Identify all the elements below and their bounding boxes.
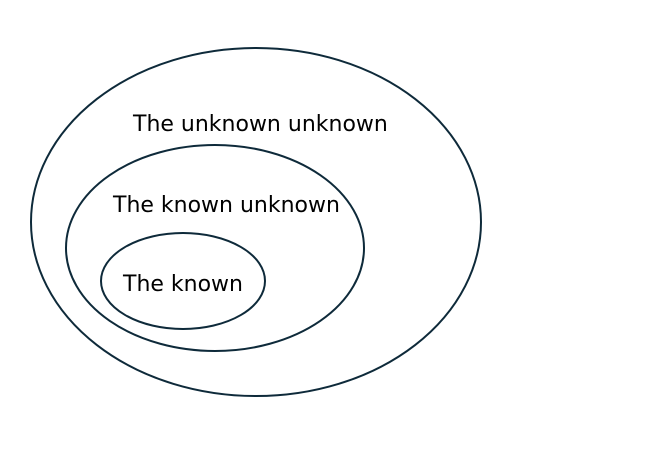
unknown-unknown-ellipse <box>30 47 482 397</box>
unknown-unknown-label: The unknown unknown <box>132 112 388 137</box>
known-label: The known <box>122 272 243 297</box>
known-ellipse <box>100 232 266 330</box>
known-unknown-ellipse <box>65 144 365 352</box>
known-unknown-label: The known unknown <box>112 193 340 218</box>
